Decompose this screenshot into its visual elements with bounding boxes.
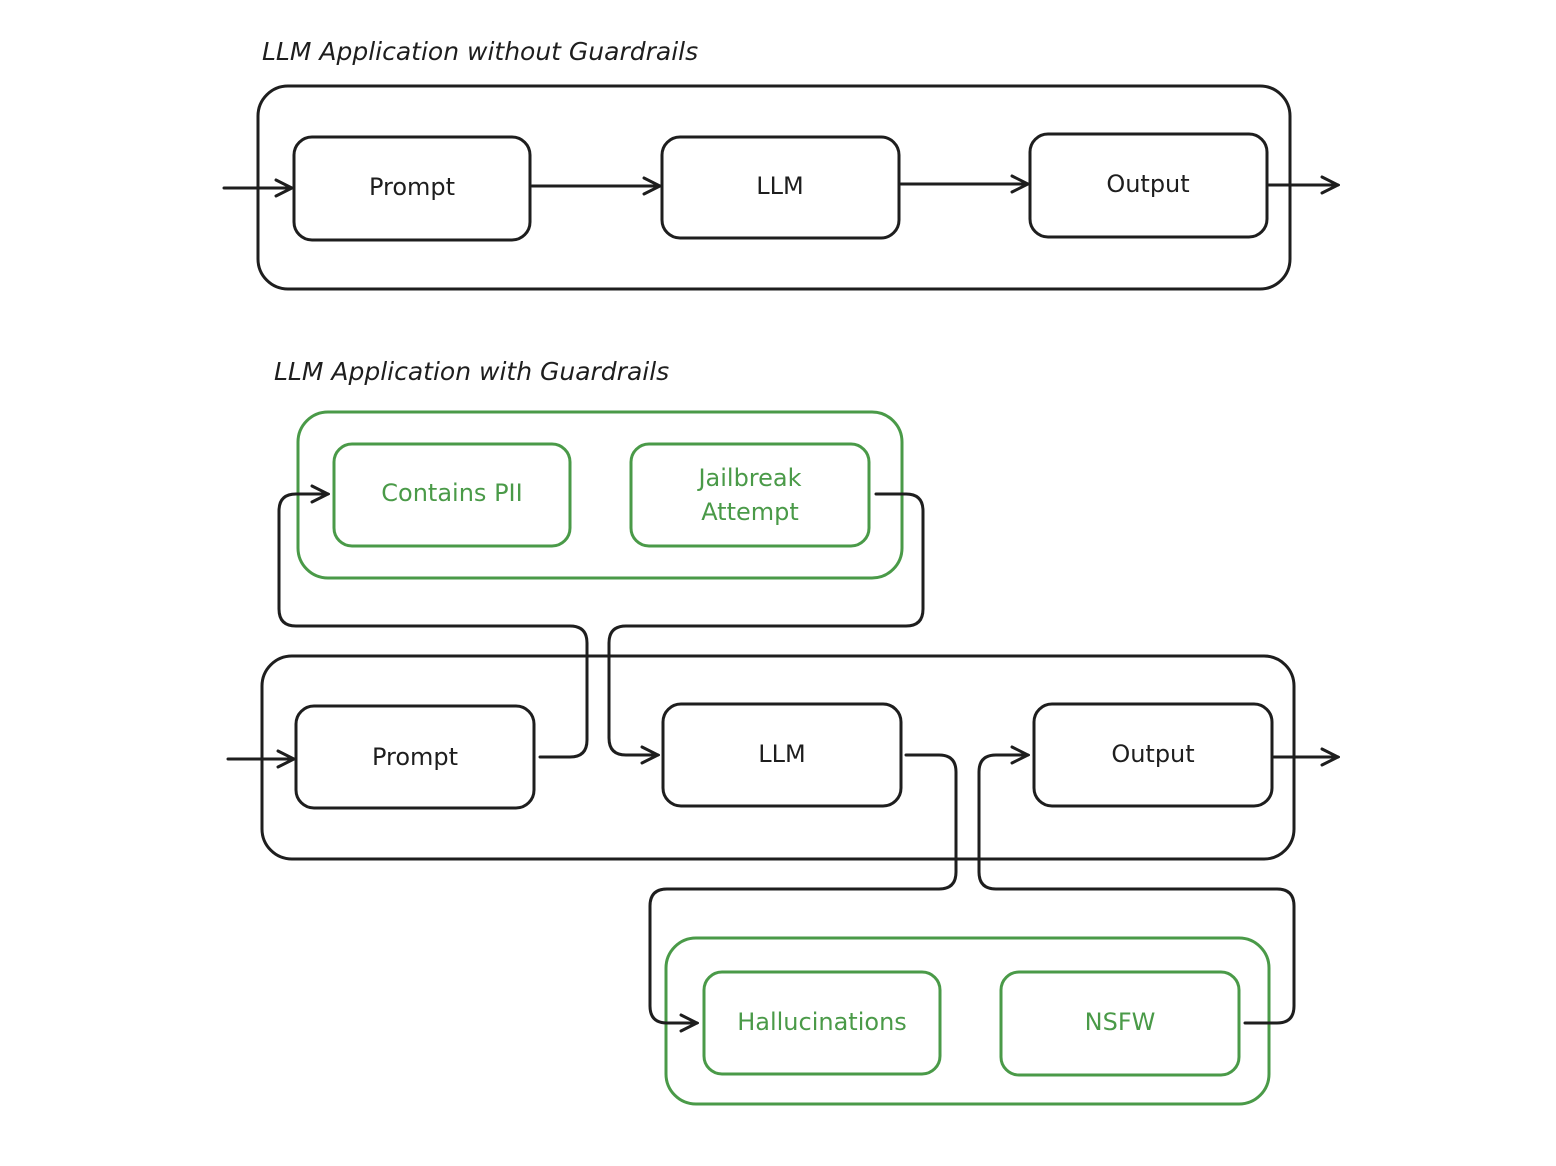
bottom-prompt-node[interactable]: Prompt (294, 704, 536, 810)
bottom-prompt-label: Prompt (372, 743, 458, 771)
guardrail-jailbreak-attempt[interactable]: Jailbreak Attempt (629, 442, 871, 548)
input-guardrails-to-llm-arrow (607, 492, 925, 755)
top-section-title: LLM Application without Guardrails (262, 37, 698, 66)
guardrail-nsfw[interactable]: NSFW (999, 970, 1241, 1077)
bottom-output-node[interactable]: Output (1032, 702, 1274, 808)
jailbreak-label-line2: Attempt (701, 498, 799, 526)
top-prompt-label: Prompt (369, 173, 455, 201)
llm-to-output-guardrails-arrow (648, 753, 958, 1023)
bottom-llm-node[interactable]: LLM (661, 702, 903, 808)
output-guardrails-container (664, 936, 1271, 1106)
top-output-label: Output (1106, 170, 1189, 198)
top-llm-label: LLM (756, 172, 803, 200)
top-output-node[interactable]: Output (1028, 132, 1269, 239)
bottom-output-label: Output (1111, 740, 1194, 768)
output-guardrails-to-output-arrow (977, 755, 1296, 1025)
hallucinations-label: Hallucinations (737, 1008, 907, 1036)
top-llm-node[interactable]: LLM (660, 135, 901, 240)
jailbreak-label-line1: Jailbreak (696, 464, 801, 492)
guardrail-hallucinations[interactable]: Hallucinations (702, 970, 942, 1076)
prompt-to-input-guardrails-arrow (277, 494, 589, 759)
top-prompt-node[interactable]: Prompt (292, 135, 532, 242)
guardrail-contains-pii[interactable]: Contains PII (332, 442, 572, 548)
contains-pii-label: Contains PII (381, 479, 522, 507)
bottom-llm-label: LLM (758, 740, 805, 768)
nsfw-label: NSFW (1085, 1008, 1156, 1036)
bottom-section-title: LLM Application with Guardrails (274, 357, 669, 386)
